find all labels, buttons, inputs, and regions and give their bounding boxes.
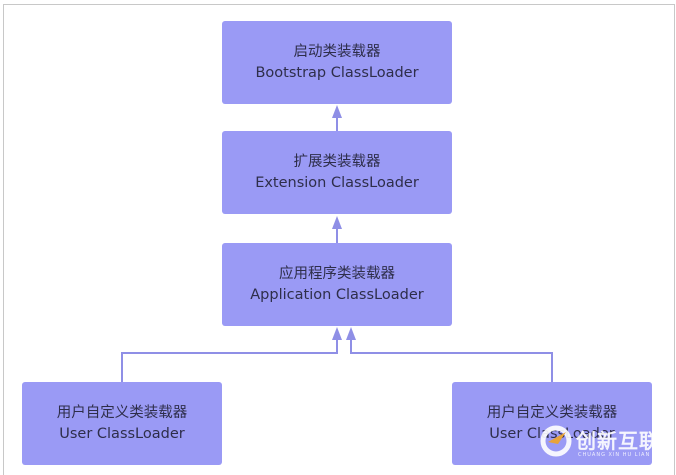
node-label-en: Bootstrap ClassLoader — [255, 64, 419, 81]
arrowhead-application-left — [332, 327, 342, 340]
arrowhead-application-right — [346, 327, 356, 340]
node-bootstrap-classloader: 启动类装载器 Bootstrap ClassLoader — [222, 21, 452, 104]
edge-user2-to-application — [350, 338, 553, 382]
node-label-en: Application ClassLoader — [250, 286, 424, 303]
node-label-en: Extension ClassLoader — [255, 174, 419, 191]
node-user-classloader-left: 用户自定义类装载器 User ClassLoader — [22, 382, 222, 465]
arrowhead-extension — [332, 216, 342, 229]
node-label-cn: 扩展类装载器 — [293, 153, 381, 170]
watermark-subtext: CHUANG XIN HU LIAN — [578, 452, 651, 458]
watermark-logo-icon — [540, 425, 572, 457]
arrowhead-bootstrap — [332, 105, 342, 118]
node-application-classloader: 应用程序类装载器 Application ClassLoader — [222, 243, 452, 326]
node-user-classloader-right: 用户自定义类装载器 User ClassLoader — [452, 382, 652, 465]
image-frame — [3, 4, 675, 475]
node-label-cn: 用户自定义类装载器 — [56, 404, 188, 421]
node-label-cn: 应用程序类装载器 — [279, 265, 395, 282]
edge-user1-to-application — [121, 338, 338, 382]
node-label-cn: 启动类装载器 — [293, 43, 381, 60]
node-label-en: User ClassLoader — [489, 425, 615, 442]
node-label-en: User ClassLoader — [59, 425, 185, 442]
watermark-text: 创新互联 — [576, 429, 660, 453]
node-label-cn: 用户自定义类装载器 — [486, 404, 618, 421]
node-extension-classloader: 扩展类装载器 Extension ClassLoader — [222, 131, 452, 214]
